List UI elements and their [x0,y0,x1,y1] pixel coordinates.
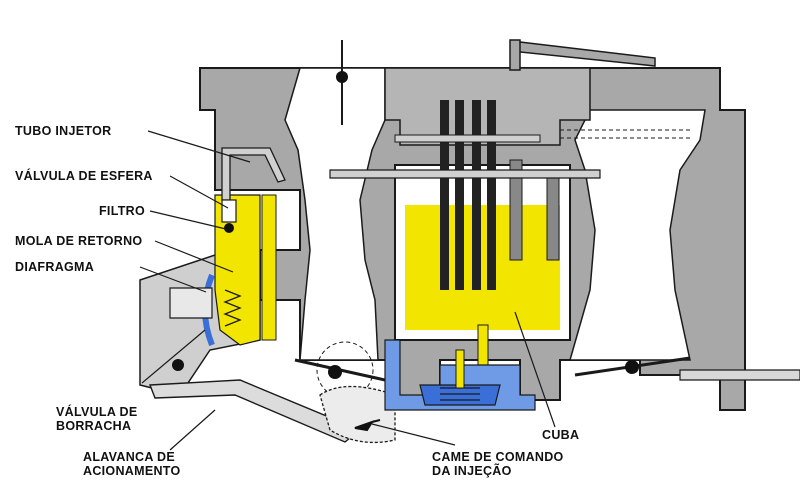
fuel-level-bowl [405,205,560,330]
metering-jets [440,100,496,290]
label-cuba: CUBA [542,428,580,442]
lower-pump-stem [455,349,465,389]
emulsion-passage [394,134,541,143]
ball-valve [221,199,237,223]
label-valvula-esfera: VÁLVULA DE ESFERA [15,169,153,183]
injection-cam [319,385,396,444]
vent-pipe [509,39,656,71]
label-came-line1: CAME DE COMANDO [432,450,564,464]
label-came: CAME DE COMANDO DA INJEÇÃO [432,450,564,478]
actuating-lever [149,379,362,443]
ball-valve-ball [224,223,234,233]
pump-fuel-passage [261,194,277,341]
label-alavanca-line1: ALAVANCA DE [83,450,175,464]
air-bleed-passage [329,169,601,179]
label-alavanca-line2: ACIONAMENTO [83,464,181,478]
label-diafragma: DIAFRAGMA [15,260,95,274]
return-spring [223,289,242,327]
throttle-rod-right [679,369,800,381]
label-filtro: FILTRO [99,204,146,218]
pump-lever-pivot [172,359,184,371]
throttle-pivot-left [328,365,342,379]
label-tubo-injetor: TUBO INJETOR [15,124,112,138]
label-alavanca: ALAVANCA DE ACIONAMENTO [83,450,181,478]
fuel-channel [477,324,489,366]
throttle-pivot-right [625,360,639,374]
pump-fuel-chamber [214,194,261,346]
label-valvula-borracha-line2: BORRACHA [56,419,132,433]
choke-pivot-left [336,71,348,83]
leader-lines [139,130,556,451]
label-valvula-borracha-line1: VÁLVULA DE [56,405,138,419]
left-venturi [284,67,386,361]
cam-arrow-icon [354,419,381,432]
label-valvula-borracha: VÁLVULA DE BORRACHA [56,405,137,433]
label-mola-retorno: MOLA DE RETORNO [15,234,143,248]
pump-plunger [169,287,213,319]
label-came-line2: DA INJEÇÃO [432,464,512,478]
